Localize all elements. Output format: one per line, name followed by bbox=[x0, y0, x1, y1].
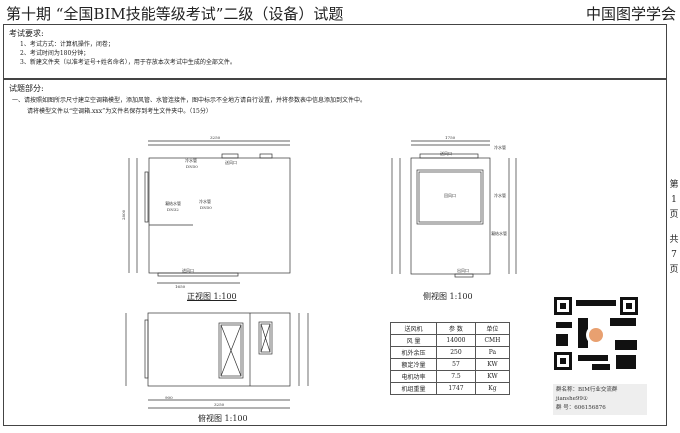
top-view: 3250 900 bbox=[125, 312, 309, 409]
side-view-label: 侧视图 1:100 bbox=[423, 292, 473, 301]
front-view-label: 正视图 1:100 bbox=[187, 292, 237, 301]
port-label: 送风口 bbox=[440, 150, 452, 156]
questions-section: 试题部分: 一、请按照如图所示尺寸建立空调箱模型，添加风管、水管连接件，图中标示… bbox=[3, 78, 667, 426]
dim-text: 1750 bbox=[445, 135, 456, 140]
question-text: 一、请按照如图所示尺寸建立空调箱模型，添加风管、水管连接件，图中标示不全地方请自… bbox=[12, 97, 367, 104]
dim-text: 3250 bbox=[214, 402, 225, 407]
dim-text: 1650 bbox=[175, 284, 186, 289]
pipe-label: 冷水管 bbox=[494, 144, 506, 150]
pipe-label: 冷水管 bbox=[185, 157, 197, 163]
pipe-label: 凝结水管 bbox=[165, 200, 181, 206]
requirement-item: 2、考试时间为180分钟； bbox=[20, 50, 90, 57]
organization: 中国图学学会 bbox=[586, 5, 677, 23]
port-label: 回风口 bbox=[444, 193, 456, 198]
qr-code bbox=[553, 296, 640, 372]
questions-heading: 试题部分: bbox=[9, 84, 44, 93]
page-title: 第十期 “全国BIM技能等级考试”二级（设备）试题 bbox=[6, 5, 344, 23]
requirement-item: 3、新建文件夹（以准考证号+姓名命名），用于存放本次考试中生成的全部文件。 bbox=[20, 59, 236, 66]
side-view: 1750 回风口 送风口 出风口 冷水管 冷水管 凝结水管 bbox=[391, 135, 517, 278]
pipe-label: DN32 bbox=[167, 207, 179, 212]
pipe-label: 冷水管 bbox=[199, 198, 211, 204]
front-view: 3250 2800 1650 冷水管 DN50 凝结水管 DN32 冷水管 DN… bbox=[121, 135, 291, 289]
pipe-label: DN50 bbox=[186, 164, 198, 169]
requirement-item: 1、考试方式：计算机操作，闭卷； bbox=[20, 41, 114, 48]
pipe-label: 凝结水管 bbox=[491, 230, 507, 236]
dim-text: 900 bbox=[165, 395, 173, 400]
pipe-label: DN50 bbox=[200, 205, 212, 210]
port-label: 进风口 bbox=[182, 267, 194, 273]
table-header: 送风机参 数单位 bbox=[389, 322, 511, 335]
requirements-section: 考试要求: 1、考试方式：计算机操作，闭卷； 2、考试时间为180分钟； 3、新… bbox=[3, 24, 667, 80]
dim-text: 2800 bbox=[121, 209, 126, 220]
question-text: 请将模型文件以“空调箱.xxx”为文件名保存到考生文件夹中。（15分） bbox=[27, 108, 212, 115]
pipe-label: 冷水管 bbox=[494, 192, 506, 198]
dim-text: 3250 bbox=[210, 135, 221, 140]
top-view-label: 俯视图 1:100 bbox=[198, 414, 248, 423]
qr-caption: 群名称：BIM行业交流群jianshe99① 群 号：606156876 bbox=[553, 384, 647, 415]
requirements-heading: 考试要求: bbox=[9, 29, 44, 38]
port-label: 出风口 bbox=[457, 267, 469, 273]
group-number: 群 号：606156876 bbox=[556, 405, 606, 411]
group-name: 群名称：BIM行业交流群jianshe99① bbox=[556, 387, 618, 402]
port-label: 送风口 bbox=[225, 159, 237, 165]
